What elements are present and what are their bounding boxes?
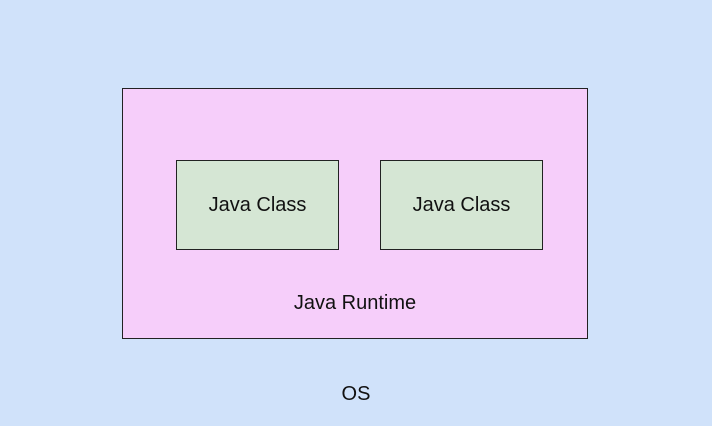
java-runtime-label: Java Runtime (293, 292, 417, 314)
java-runtime-box: Java Class Java Class Java Runtime (122, 88, 588, 339)
os-label: OS (341, 383, 371, 405)
java-class-label-2: Java Class (412, 193, 511, 216)
java-class-label-1: Java Class (208, 193, 307, 216)
java-class-box-2: Java Class (380, 160, 543, 250)
java-class-box-1: Java Class (176, 160, 339, 250)
